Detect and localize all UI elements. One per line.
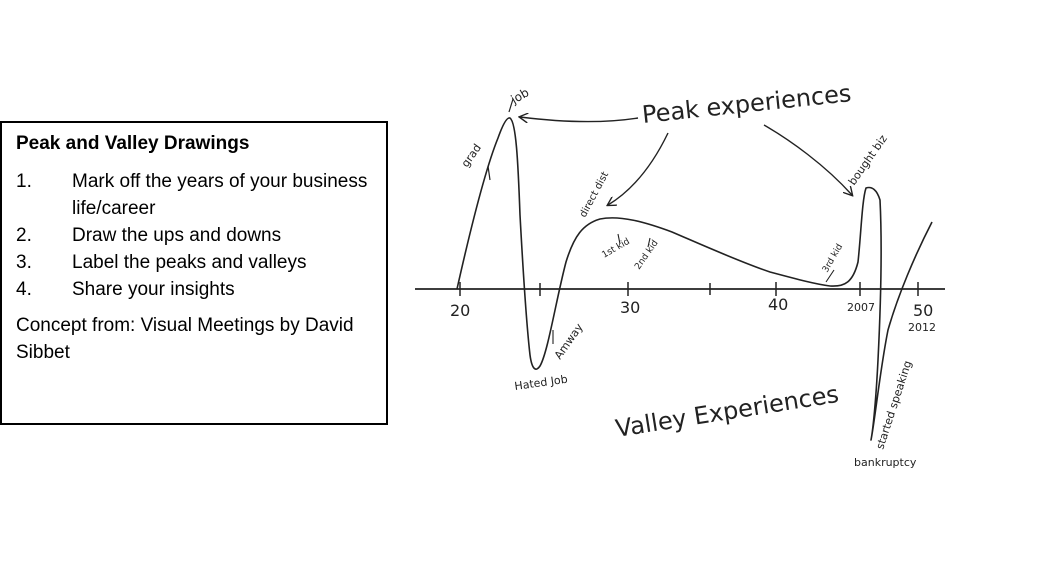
step-number: 2.: [16, 225, 32, 246]
third-kid-pointer: [825, 269, 835, 283]
grad-pointer: [487, 165, 491, 181]
label-grad: grad: [459, 142, 484, 170]
step-text: Draw the ups and downs: [72, 225, 282, 246]
axis-tick-label: 50: [913, 301, 933, 320]
step-text: Mark off the years of your business life…: [72, 171, 368, 219]
label-bankruptcy: bankruptcy: [854, 456, 917, 469]
label-third-kid: 3rd kid: [821, 242, 845, 274]
step-number: 1.: [16, 171, 32, 192]
step-text: Share your insights: [72, 279, 235, 300]
step-number: 3.: [16, 252, 32, 273]
label-second-kid: 2nd kid: [633, 239, 660, 272]
step-item: 3. Label the peaks and valleys: [16, 249, 372, 276]
step-number: 4.: [16, 279, 32, 300]
peak-heading: Peak experiences: [641, 79, 853, 129]
job-pointer: [508, 98, 514, 113]
step-item: 2. Draw the ups and downs: [16, 222, 372, 249]
label-bought-biz: bought biz: [846, 132, 890, 187]
concept-credit: Concept from: Visual Meetings by David S…: [16, 315, 354, 363]
axis-tick-label: 2007: [847, 301, 875, 314]
axis-tick-label: 40: [768, 295, 788, 314]
instructions-box: Peak and Valley Drawings 1. Mark off the…: [0, 121, 388, 425]
label-first-kid: 1st kid: [601, 237, 632, 261]
axis-tick-label: 2012: [908, 321, 936, 334]
label-amway: Amway: [552, 321, 586, 362]
axis-tick-label: 20: [450, 301, 470, 320]
label-hated-job: Hated Job: [514, 373, 569, 393]
step-text: Label the peaks and valleys: [72, 252, 307, 273]
arrow-to-job-peak: [520, 117, 639, 122]
valley-heading: Valley Experiences: [614, 380, 841, 443]
label-direct-dist: direct dist: [578, 170, 611, 219]
arrow-to-bought-biz-peak: [763, 124, 852, 195]
career-line: [456, 117, 933, 441]
label-started-speaking: started speaking: [873, 359, 914, 451]
step-item: 1. Mark off the years of your business l…: [16, 168, 372, 222]
axis-tick-label: 30: [620, 298, 640, 317]
box-title: Peak and Valley Drawings: [16, 133, 250, 154]
first-kid-pointer: [617, 233, 621, 245]
step-item: 4. Share your insights: [16, 276, 372, 303]
axis-tick-marks: [459, 282, 919, 296]
second-kid-pointer: [647, 237, 651, 248]
arrow-to-direct-dist-peak: [608, 132, 669, 205]
